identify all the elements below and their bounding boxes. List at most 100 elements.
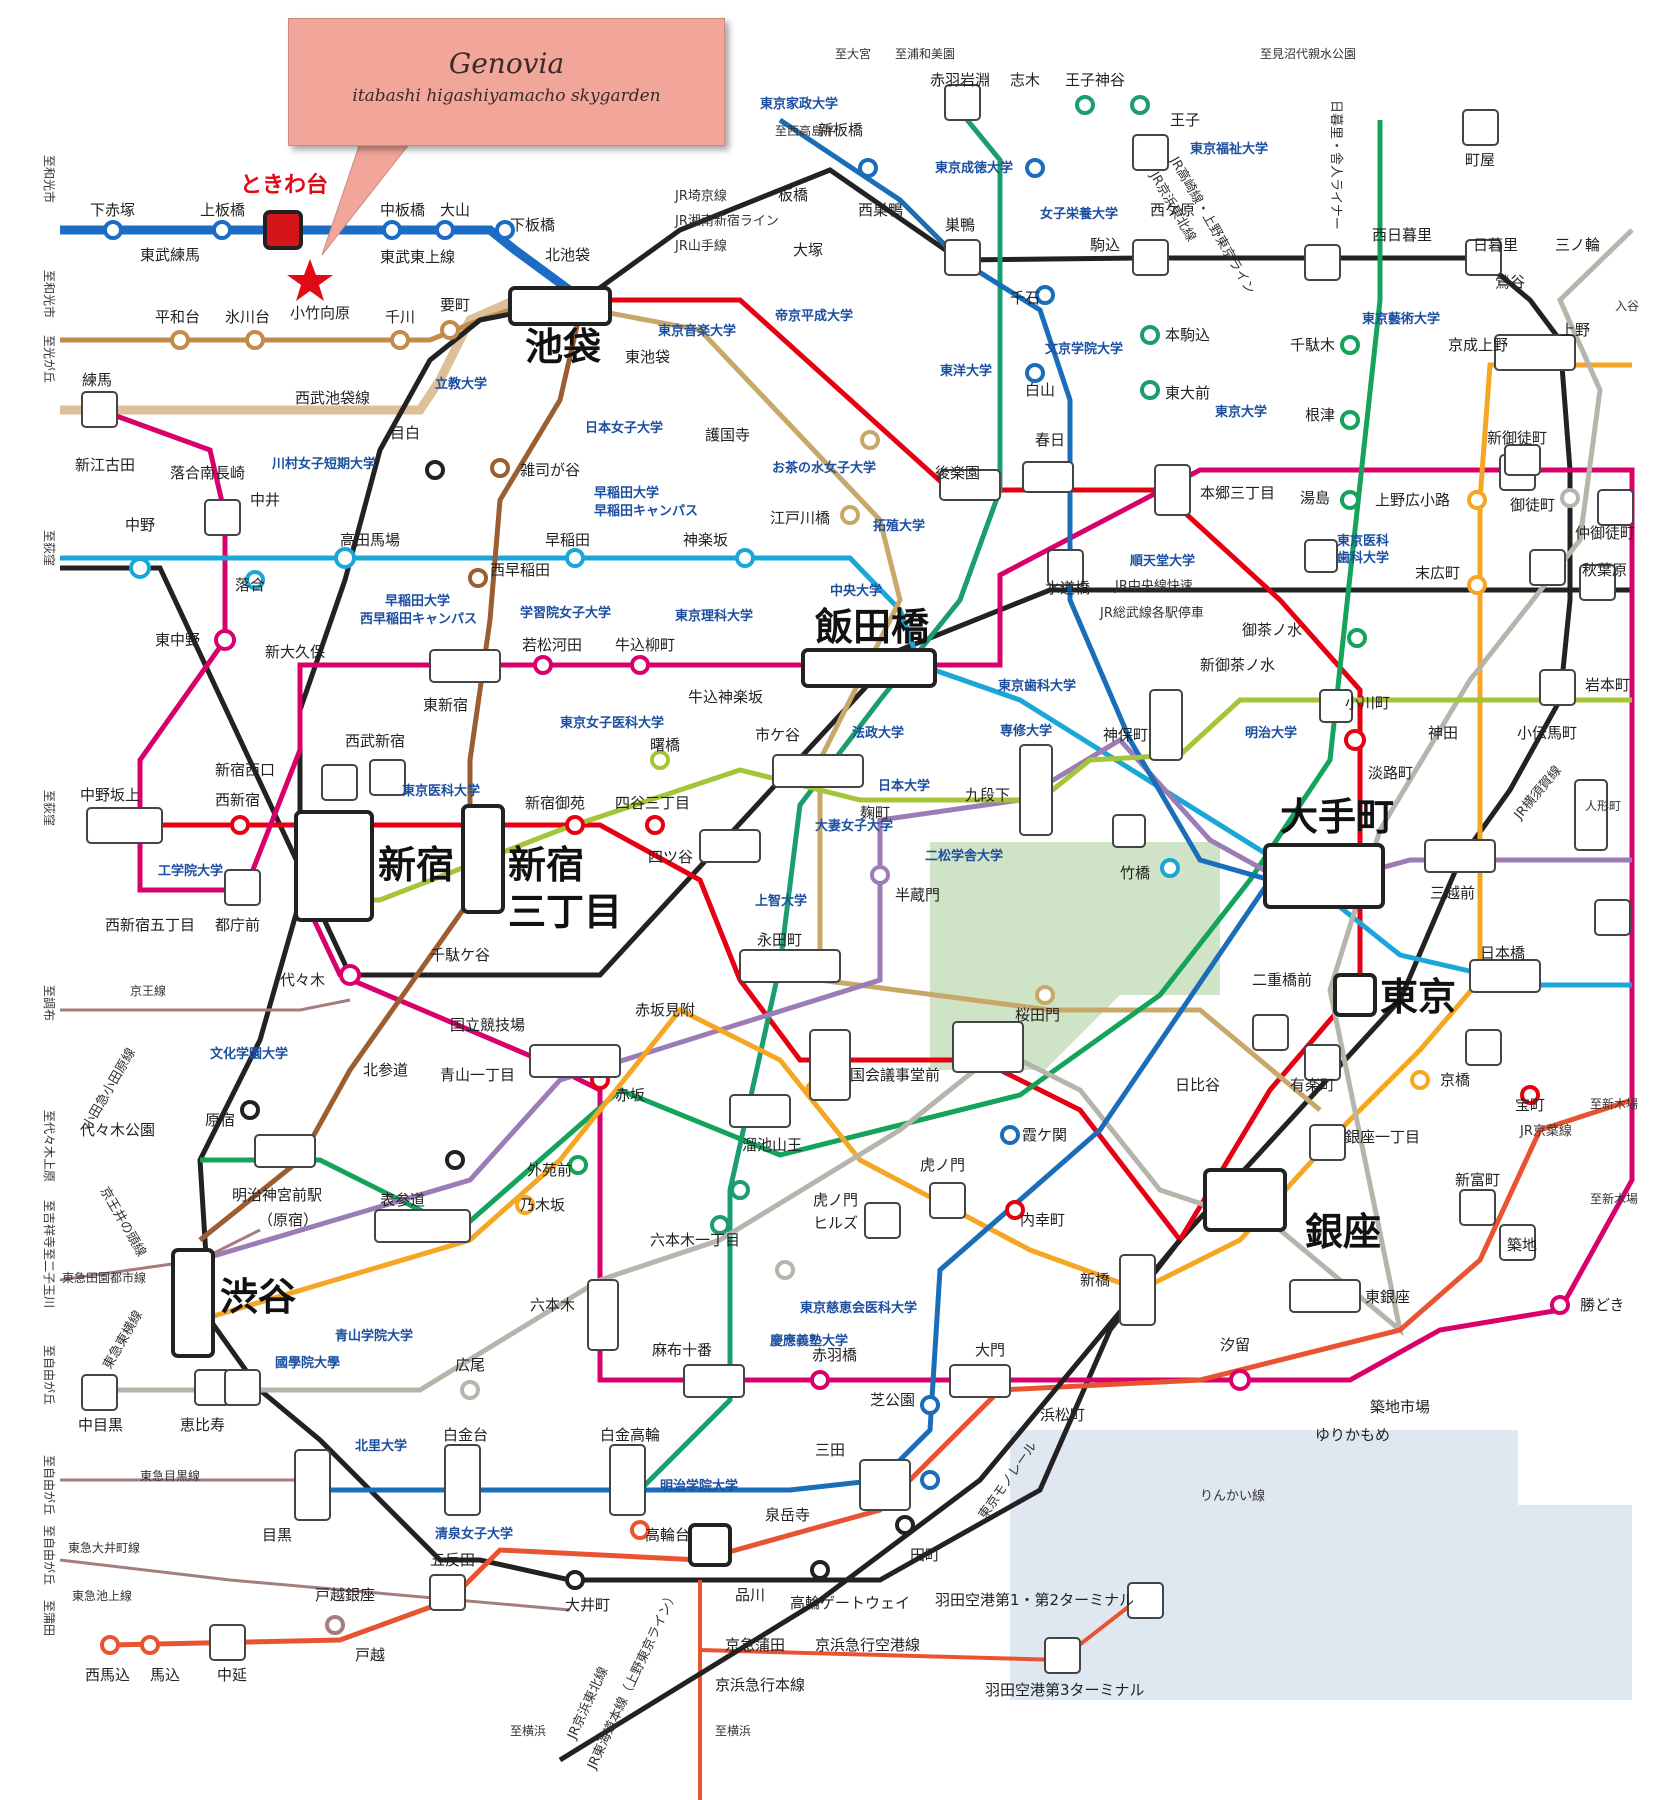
station-label: 大塚 [793, 241, 823, 259]
station-label: 東急田園都市線 [62, 1270, 146, 1285]
station-label: 小竹向原 [290, 304, 350, 322]
terminal-label: 至蒲田 [42, 1600, 56, 1636]
major-label-ginza: 銀座 [1305, 1209, 1381, 1254]
station-label: 代々木公園 [80, 1121, 155, 1139]
station-label: 原宿 [205, 1111, 235, 1129]
station-label: 上板橋 [200, 201, 245, 219]
station-label: 落合南長崎 [170, 464, 245, 482]
line-jr-keihin [558, 1238, 1182, 1763]
station-label: 本郷三丁目 [1200, 484, 1275, 502]
station-label: 赤坂 [615, 1086, 645, 1104]
university-label: 拓殖大学 [873, 518, 925, 534]
station-label: 東大前 [1165, 384, 1210, 402]
station-label: 鶯谷 [1495, 273, 1525, 291]
station-label: （原宿） [258, 1211, 318, 1229]
university-label: 東京理科大学 [675, 608, 753, 624]
university-label: 北里大学 [355, 1438, 407, 1454]
station-label: 東銀座 [1365, 1288, 1410, 1306]
station-label: 淡路町 [1368, 764, 1413, 782]
station-label: 白山 [1025, 381, 1055, 399]
station-label: ヒルズ [813, 1214, 858, 1232]
station-label: 広尾 [455, 1356, 485, 1374]
terminal-label: 至自由が丘 [42, 1525, 57, 1585]
university-label: 大妻女子大学 [815, 818, 893, 834]
station-label: 王子 [1170, 111, 1200, 129]
terminal-label: 至横浜 [510, 1724, 546, 1738]
station-label: 要町 [440, 296, 470, 314]
station-label: 銀座一丁目 [1345, 1128, 1420, 1146]
terminal-label: 至大宮 [835, 46, 871, 61]
station-label: 東急池上線 [72, 1588, 132, 1603]
station-label: 芝公園 [870, 1391, 915, 1409]
station-label: 東池袋 [625, 348, 670, 366]
station-label: 中野 [125, 516, 155, 534]
station-label: 京浜急行空港線 [815, 1636, 920, 1654]
terminal-label: 至調布 [42, 985, 56, 1021]
station-label: 代々木 [280, 971, 325, 989]
station-label: 神楽坂 [683, 531, 728, 549]
station-label: 西巣鴨 [858, 201, 903, 219]
terminal-label: 至光が丘 [42, 335, 57, 383]
university-label: 東京女子医科大学 [560, 715, 664, 731]
line-label: 日暮里・舎人ライナー [1328, 100, 1343, 230]
terminal-label: 至和光市 [42, 270, 57, 318]
university-label: 早稲田大学 [594, 485, 659, 501]
station-label: 西武新宿 [345, 732, 405, 750]
station-label: 高輪ゲートウェイ [790, 1594, 910, 1612]
university-label: 明治学院大学 [660, 1478, 738, 1494]
line-label: JR埼京線 [674, 188, 727, 204]
property-subtitle: itabashi higashiyamacho skygarden [352, 86, 661, 106]
station-label: 恵比寿 [180, 1416, 225, 1434]
station-label: 秋葉原 [1582, 561, 1627, 579]
station-label: 氷川台 [225, 308, 270, 326]
station-label: 六本木 [530, 1296, 575, 1314]
university-label: 清泉女子大学 [435, 1526, 513, 1542]
terminal-labels: 至和光市 至和光市 至光が丘 至荻窪 至荻窪 至調布 至代々木上原 至吉祥寺 至… [42, 46, 1638, 1738]
line-label: 京王井の頭線 [97, 1184, 150, 1260]
university-label: 東京福祉大学 [1190, 141, 1268, 157]
university-label: 専修大学 [1000, 723, 1052, 739]
line-label: JR湘南新宿ライン [674, 213, 779, 229]
station-label: 中延 [217, 1666, 247, 1684]
line-namboku [320, 103, 1003, 1493]
station-label: 王子神谷 [1065, 71, 1125, 89]
university-label: 青山学院大学 [335, 1328, 413, 1344]
station-label: 京成上野 [1448, 336, 1508, 354]
station-label: 下赤塚 [90, 201, 135, 219]
station-label: 千駄木 [1290, 336, 1335, 354]
station-label: 西馬込 [85, 1666, 130, 1684]
station-label: 町屋 [1465, 151, 1495, 169]
station-label: 神田 [1428, 724, 1458, 742]
terminal-label: 至和光市 [42, 155, 57, 203]
station-label: 半蔵門 [895, 886, 940, 904]
station-label: 北参道 [363, 1061, 408, 1079]
station-label: 大井町 [565, 1596, 610, 1614]
line-label: JR中央線快速 [1114, 578, 1193, 594]
station-label: 品川 [735, 1586, 765, 1604]
station-label: 永田町 [757, 931, 802, 949]
target-station-marker[interactable] [263, 210, 303, 250]
station-label: 神保町 [1103, 726, 1148, 744]
station-label: 国立競技場 [450, 1016, 525, 1034]
station-label: 志木 [1010, 71, 1040, 89]
university-label: 歯科大学 [1337, 550, 1389, 566]
station-label: 四ツ谷 [648, 848, 693, 866]
line-chiyoda [200, 120, 1383, 1233]
station-label: 入谷 [1615, 299, 1639, 313]
station-label: 赤羽岩淵 [930, 71, 990, 89]
major-label-shibuya: 渋谷 [220, 1274, 296, 1319]
station-label: 白金台 [443, 1426, 488, 1444]
station-label: 日本橋 [1480, 944, 1525, 962]
station-label: 赤羽橋 [812, 1346, 857, 1364]
station-label: 三越前 [1430, 884, 1475, 902]
station-label: 桜田門 [1015, 1006, 1060, 1024]
target-station-label: ときわ台 [240, 172, 328, 198]
station-label: 練馬 [82, 371, 112, 389]
station-label: 小川町 [1345, 694, 1390, 712]
station-label: 新富町 [1455, 1171, 1500, 1189]
station-label: 虎ノ門 [920, 1156, 965, 1174]
terminal-label: 至荻窪 [42, 530, 57, 566]
station-label: 上野広小路 [1375, 491, 1450, 509]
station-label: 西早稲田 [490, 561, 550, 579]
